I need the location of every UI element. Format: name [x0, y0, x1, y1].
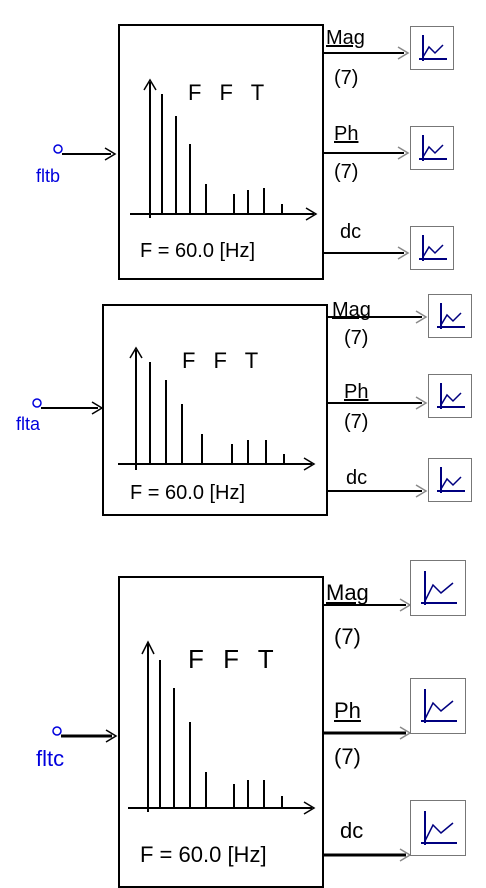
fft-title: F F T	[188, 644, 280, 674]
fft-block-fltc: fltc F F T F = 60.0 [Hz] Mag (7) Ph (7) …	[0, 560, 486, 888]
scope-meter-icon[interactable]	[428, 458, 472, 502]
output-label-dc: dc	[340, 818, 364, 843]
fft-box[interactable]	[102, 304, 328, 516]
output-wire-mag	[326, 310, 428, 324]
input-node-icon[interactable]	[52, 726, 124, 743]
spectrum-icon	[118, 346, 316, 471]
output-wire-ph	[322, 726, 412, 740]
scope-meter-icon[interactable]	[428, 294, 472, 338]
output-wire-mag	[322, 46, 410, 60]
output-sub-mag: (7)	[334, 624, 361, 649]
frequency-label: F = 60.0 [Hz]	[130, 482, 246, 504]
input-node-icon[interactable]	[32, 398, 108, 415]
output-wire-ph	[326, 396, 428, 410]
fft-title: F F T	[182, 348, 265, 373]
output-label-ph: Ph	[334, 698, 361, 723]
spectrum-icon	[130, 78, 318, 221]
output-wire-dc	[322, 848, 412, 862]
scope-meter-icon[interactable]	[428, 374, 472, 418]
scope-meter-icon[interactable]	[410, 800, 466, 856]
output-sub-mag: (7)	[334, 67, 359, 89]
input-signal-label: fltb	[36, 166, 61, 186]
output-label-dc: dc	[346, 467, 368, 489]
scope-meter-icon[interactable]	[410, 26, 454, 70]
output-sub-ph: (7)	[344, 411, 369, 433]
output-label-mag: Mag	[332, 299, 371, 321]
output-wire-dc	[322, 246, 410, 260]
frequency-label: F = 60.0 [Hz]	[140, 240, 256, 262]
spectrum-icon	[128, 640, 316, 815]
output-label-mag: Mag	[326, 27, 365, 49]
output-label-mag: Mag	[326, 580, 369, 605]
input-signal-label: flta	[16, 414, 41, 434]
output-wire-ph	[322, 146, 410, 160]
output-wire-dc	[326, 484, 428, 498]
output-sub-ph: (7)	[334, 744, 361, 769]
input-node-icon[interactable]	[53, 144, 123, 161]
output-sub-mag: (7)	[344, 327, 369, 349]
output-wire-mag	[322, 598, 412, 612]
frequency-label: F = 60.0 [Hz]	[140, 842, 267, 867]
scope-meter-icon[interactable]	[410, 560, 466, 616]
output-label-dc: dc	[340, 221, 362, 243]
output-label-ph: Ph	[344, 381, 369, 403]
scope-meter-icon[interactable]	[410, 226, 454, 270]
fft-title: F F T	[188, 80, 271, 105]
output-sub-ph: (7)	[334, 161, 359, 183]
fft-block-flta: flta F F T F = 60.0 [Hz] Mag (7) Ph (7) …	[0, 290, 486, 530]
scope-meter-icon[interactable]	[410, 678, 466, 734]
scope-meter-icon[interactable]	[410, 126, 454, 170]
output-label-ph: Ph	[334, 123, 359, 145]
input-signal-label: fltc	[36, 746, 65, 771]
fft-block-fltb: fltb F F T F = 60.0 [Hz] Mag (7) Ph (7) …	[0, 0, 486, 290]
